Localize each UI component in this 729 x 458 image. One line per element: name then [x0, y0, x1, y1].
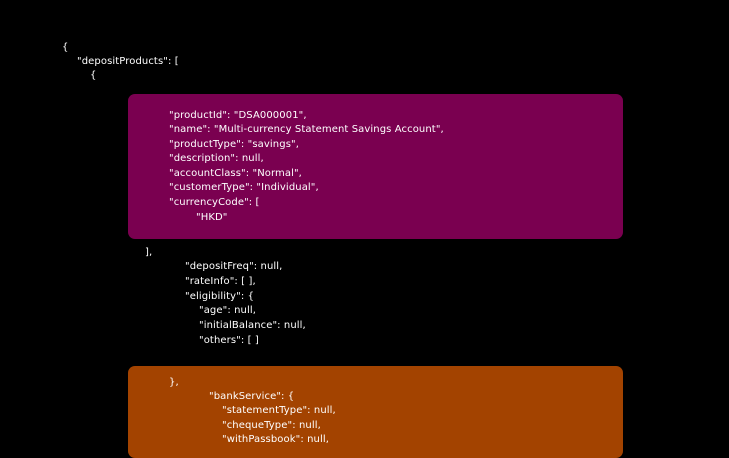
code-line-currency-code: "currencyCode": [ [169, 197, 260, 208]
code-line-product-id: "productId": "DSA000001", [169, 110, 307, 121]
code-line-currency-hkd: "HKD" [196, 212, 228, 223]
code-line-cheque-type: "chequeType": null, [222, 420, 321, 431]
code-line-open-brace: { [62, 42, 69, 53]
code-line-with-passbook: "withPassbook": null, [222, 434, 329, 445]
code-line-name: "name": "Multi-currency Statement Saving… [169, 124, 444, 135]
code-line-deposit-freq: "depositFreq": null, [185, 261, 283, 272]
code-line-customer-type: "customerType": "Individual", [169, 182, 319, 193]
highlight-block-product-info [128, 94, 623, 239]
code-line-bank-service: "bankService": { [209, 391, 295, 402]
code-canvas: { "colors": { "background": "#000000", "… [62, 42, 623, 458]
code-line-eligibility: "eligibility": { [185, 291, 255, 302]
code-line-initial-balance: "initialBalance": null, [199, 320, 306, 331]
code-line-product-type: "productType": "savings", [169, 139, 299, 150]
code-line-age: "age": null, [199, 305, 256, 316]
code-line-array-close: ], [145, 247, 153, 258]
code-line-others: "others": [ ] [199, 335, 259, 346]
code-line-deposit-products: "depositProducts": [ [77, 56, 179, 67]
code-line-rate-info: "rateInfo": [ ], [185, 276, 256, 287]
code-line-statement-type: "statementType": null, [222, 405, 336, 416]
code-line-account-class: "accountClass": "Normal", [169, 168, 302, 179]
code-line-description: "description": null, [169, 153, 264, 164]
code-line-eligibility-close: }, [169, 377, 179, 388]
code-line-object-open: { [90, 70, 97, 81]
highlight-block-bank-service [128, 366, 623, 458]
